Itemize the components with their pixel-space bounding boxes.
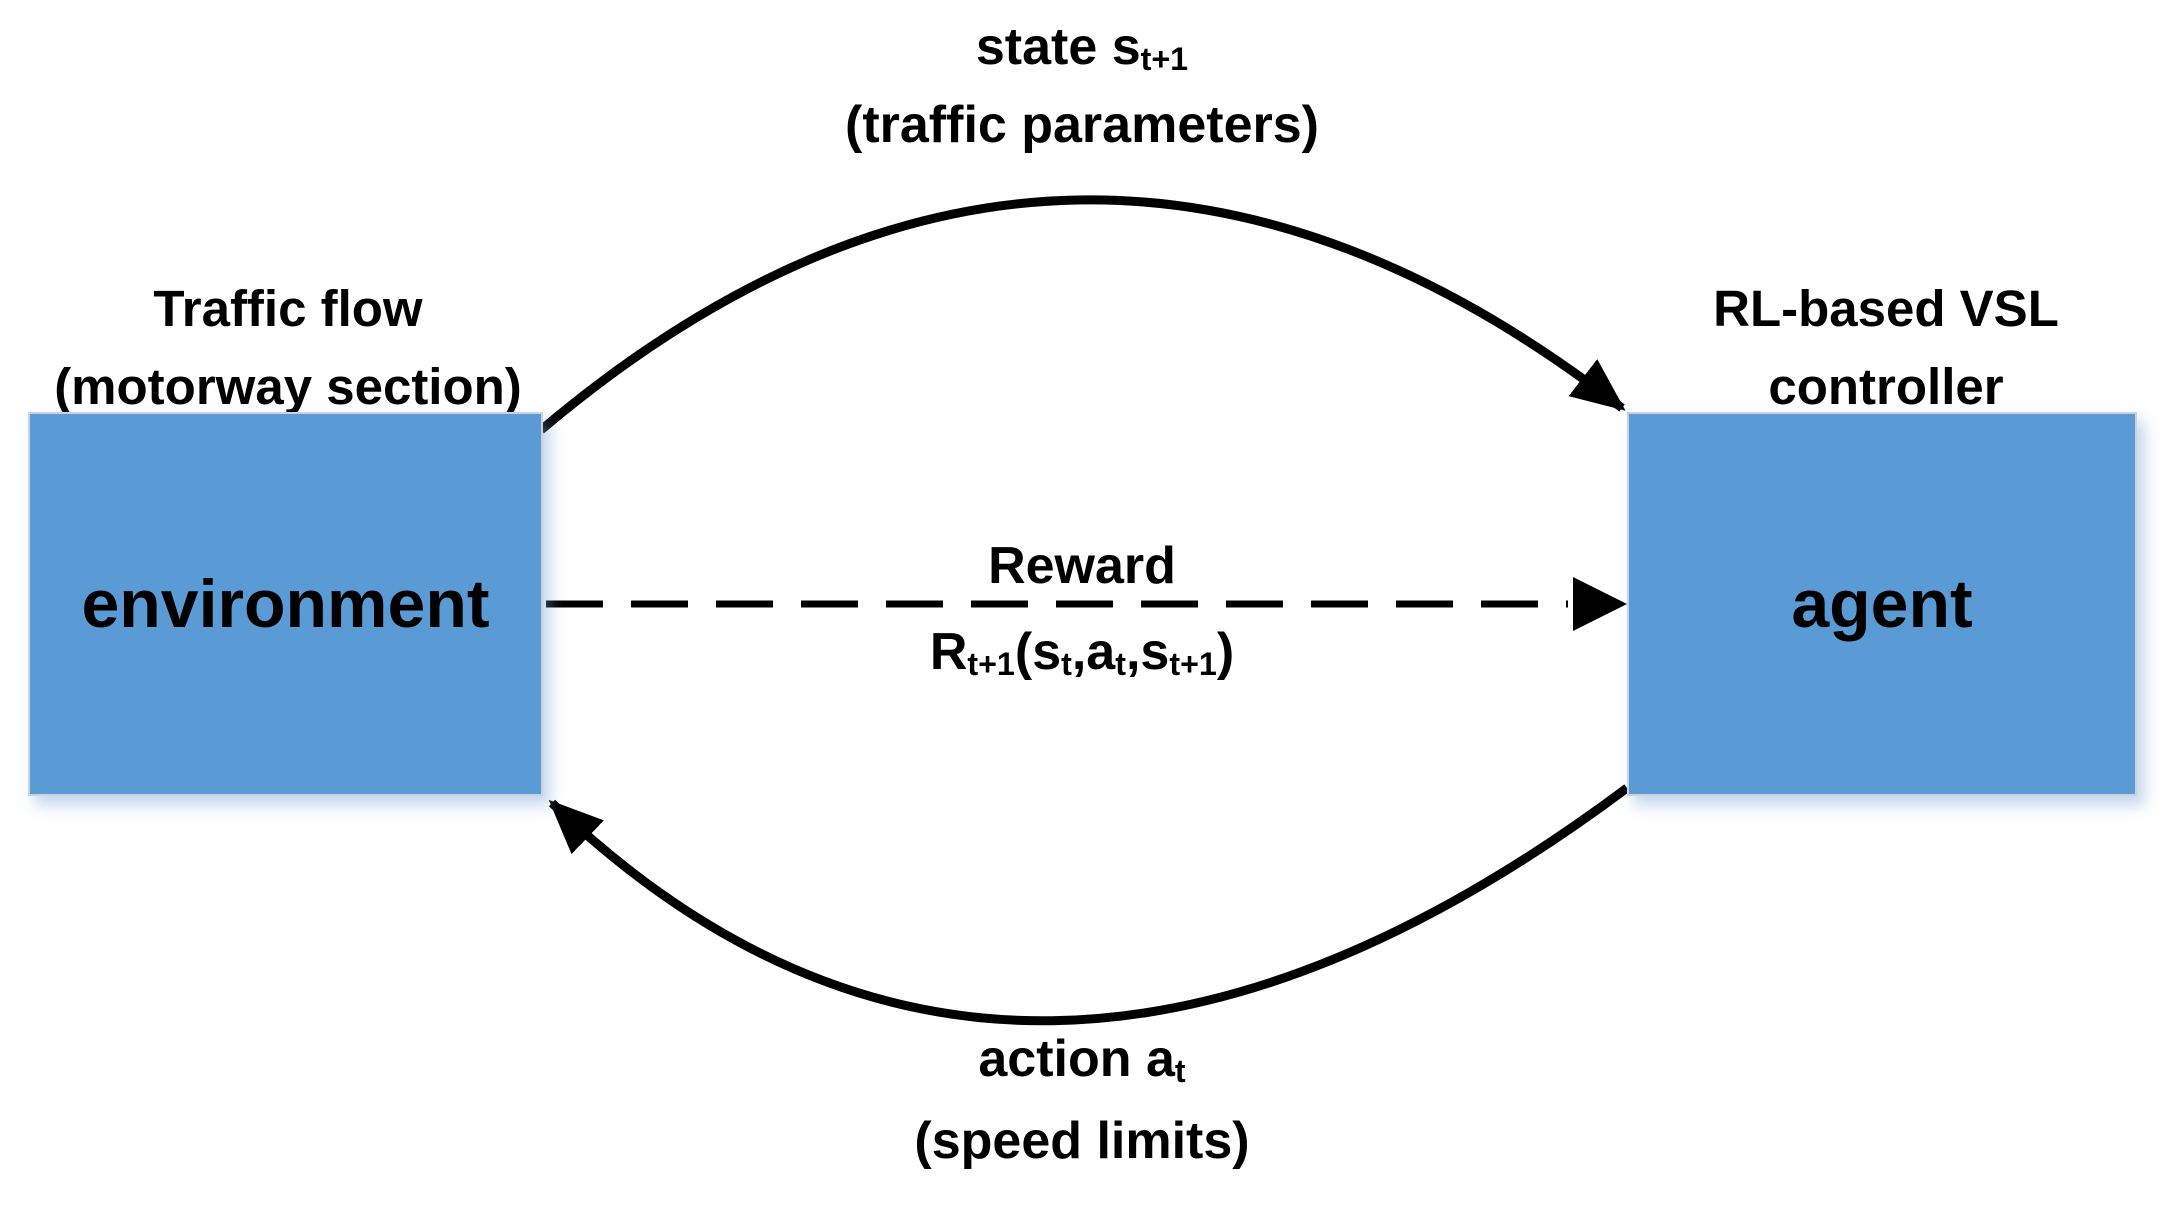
environment-caption-line2: (motorway section) [54, 358, 522, 415]
agent-box-label: agent [1791, 566, 1973, 642]
action-arrow-curve [548, 784, 1630, 1026]
state-label-line1: state st+1 [975, 18, 1189, 77]
action-label-line1: action at [978, 1030, 1186, 1089]
environment-box-label: environment [81, 566, 490, 642]
environment-caption-line1: Traffic flow [153, 280, 423, 337]
environment-caption: Traffic flow (motorway section) [8, 270, 568, 426]
agent-caption-line2: controller [1768, 358, 2004, 415]
environment-box: environment [28, 412, 543, 796]
action-label-line2: (speed limits) [914, 1112, 1250, 1170]
reward-arrow-title: Reward [988, 537, 1176, 595]
action-arrow-label: action at (speed limits) [0, 1018, 2164, 1182]
agent-caption-line1: RL-based VSL [1713, 280, 2059, 337]
state-label-line2: (traffic parameters) [845, 96, 1319, 154]
state-arrow-curve [538, 195, 1626, 434]
agent-caption: RL-based VSL controller [1616, 270, 2156, 426]
agent-box: agent [1627, 412, 2137, 796]
reward-formula: Rt+1(st,at,st+1) [929, 623, 1235, 682]
state-arrow-label: state st+1 (traffic parameters) [0, 8, 2164, 164]
